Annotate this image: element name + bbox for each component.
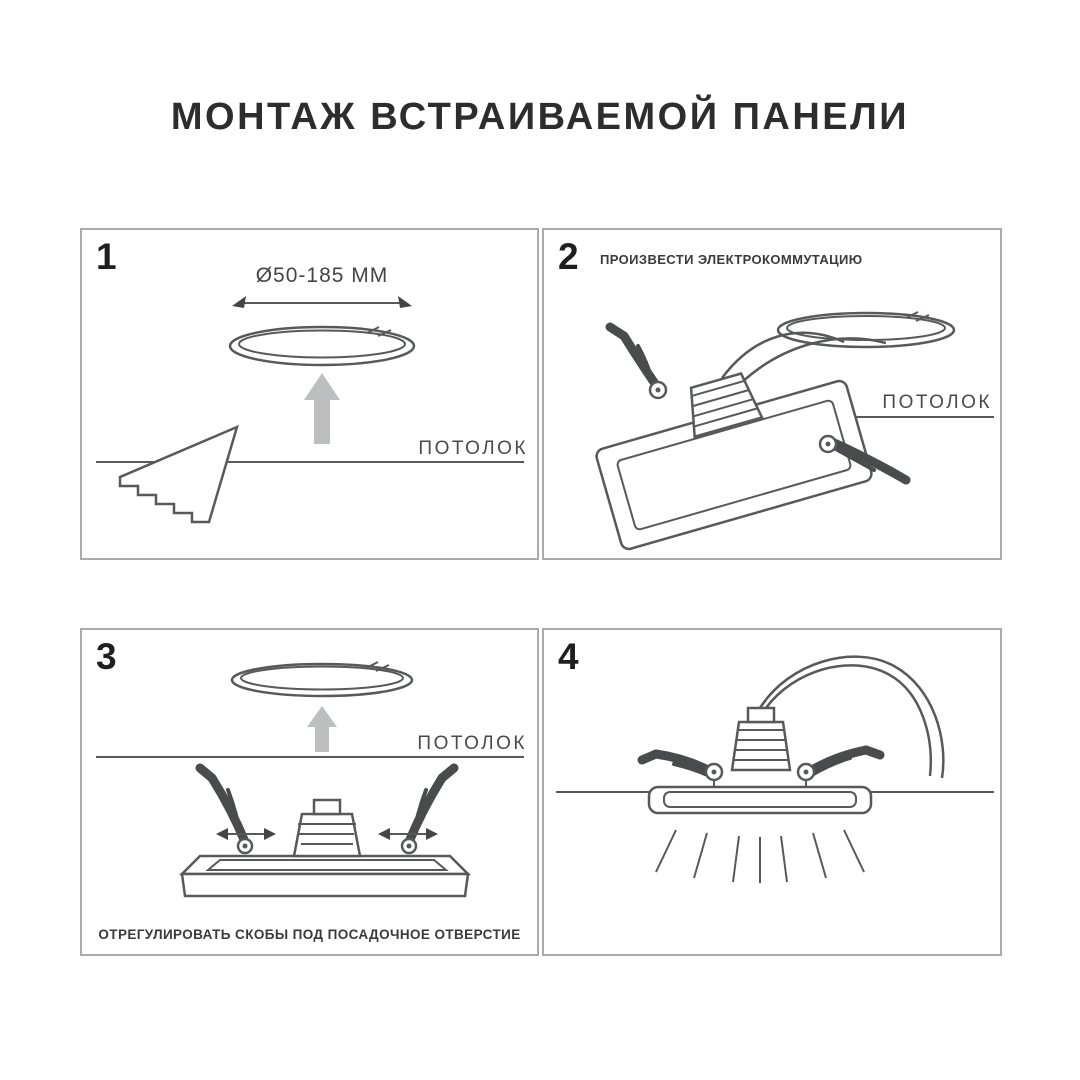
led-driver: [689, 372, 764, 439]
up-arrow-icon: [307, 706, 337, 752]
step-panel-3: 3 ПОТОЛОК: [80, 628, 539, 956]
step-panel-1: 1 Ø50-185 ММ ПОТОЛОК: [80, 228, 539, 560]
step2-illustration: ПОТОЛОК: [595, 311, 994, 551]
step3-illustration: ПОТОЛОК: [96, 661, 527, 898]
step2-caption: ПРОИЗВЕСТИ ЭЛЕКТРОКОММУТАЦИЮ: [600, 252, 863, 267]
spring-clip-left: [195, 763, 276, 855]
page-title: МОНТАЖ ВСТРАИВАЕМОЙ ПАНЕЛИ: [170, 96, 910, 138]
step2-number: 2: [558, 236, 579, 277]
wire: [720, 331, 845, 379]
step1-number: 1: [96, 236, 117, 277]
wire: [758, 655, 945, 779]
dim-arrow-right: [398, 296, 412, 308]
diameter-label: Ø50-185 ММ: [256, 264, 389, 287]
step3-caption: ОТРЕГУЛИРОВАТЬ СКОБЫ ПОД ПОСАДОЧНОЕ ОТВЕ…: [98, 927, 521, 942]
light-rays: [655, 829, 865, 883]
spring-clip-right: [378, 763, 459, 855]
panel-disc: [228, 325, 416, 367]
panel-disc: [776, 311, 956, 349]
step4-number: 4: [558, 636, 579, 677]
spring-clip-right: [818, 434, 911, 485]
spring-clip-right: [796, 745, 885, 790]
led-driver: [730, 706, 792, 772]
step4-illustration: [556, 655, 994, 883]
cutout-piece: [118, 424, 239, 524]
step-panel-4: 4: [542, 628, 1002, 956]
step1-illustration: Ø50-185 ММ ПОТОЛОК: [96, 264, 528, 524]
step-panel-2: 2 ПРОИЗВЕСТИ ЭЛЕКТРОКОММУТАЦИЮ ПОТОЛОК: [542, 228, 1002, 560]
spring-clip-left: [637, 749, 724, 790]
panel-disc: [230, 661, 414, 698]
led-driver: [292, 798, 362, 858]
recessed-panel-frame: [647, 785, 873, 815]
wire: [735, 337, 887, 389]
ceiling-label: ПОТОЛОК: [418, 438, 528, 459]
square-panel: [595, 372, 873, 551]
dim-arrow-left: [232, 296, 246, 308]
spring-clip-left: [605, 322, 668, 400]
step3-number: 3: [96, 636, 117, 677]
up-arrow-icon: [304, 373, 340, 444]
ceiling-label: ПОТОЛОК: [882, 392, 992, 413]
square-panel: [178, 854, 472, 898]
ceiling-label: ПОТОЛОК: [417, 733, 527, 754]
